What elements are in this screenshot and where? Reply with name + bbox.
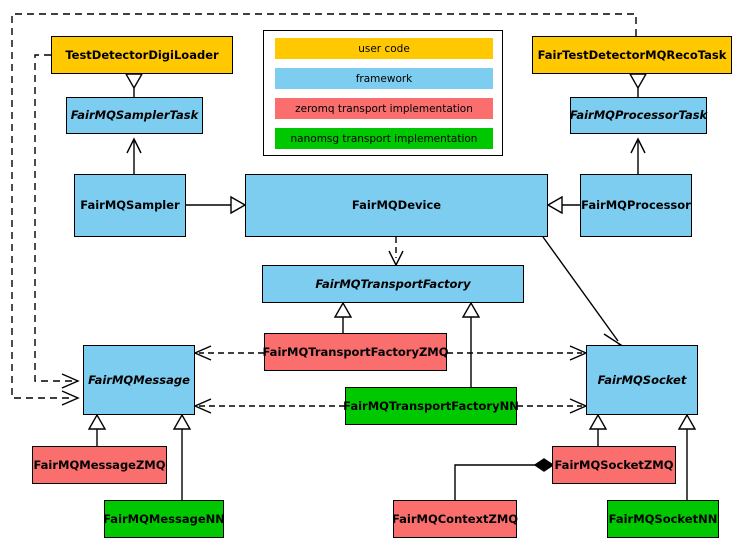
- edge-factorynn-to-message: [193, 398, 345, 414]
- edge-sampler-to-device: [186, 195, 247, 215]
- class-label: FairMQSocket: [597, 372, 687, 387]
- legend-label-framework: framework: [355, 72, 413, 85]
- legend-label-user-code: user code: [358, 42, 410, 55]
- legend-label-nanomsg: nanomsg transport implementation: [290, 132, 478, 145]
- legend-label-zeromq: zeromq transport implementation: [295, 102, 473, 115]
- class-label: FairTestDetectorMQRecoTask: [537, 47, 727, 62]
- class-box-fairmqsamplertask[interactable]: FairMQSamplerTask: [66, 97, 203, 134]
- class-label: FairMQContextZMQ: [391, 511, 519, 526]
- edge-socketzmq-to-socket: [588, 413, 608, 446]
- class-box-fairmqsocketnn[interactable]: FairMQSocketNN: [607, 500, 719, 538]
- class-label: FairMQSocketZMQ: [554, 457, 674, 472]
- edge-processor-to-processortask: [630, 137, 646, 174]
- class-box-fairmqtransportfactorynn[interactable]: FairMQTransportFactoryNN: [343, 387, 519, 425]
- class-label: FairMQDevice: [351, 198, 442, 213]
- edge-processor-to-device: [546, 195, 580, 215]
- class-label: FairMQProcessorTask: [569, 108, 708, 123]
- class-label: TestDetectorDigiLoader: [65, 47, 219, 62]
- class-box-fairmqsampler[interactable]: FairMQSampler: [74, 174, 186, 237]
- class-label: FairMQSocketNN: [608, 511, 718, 526]
- legend-panel: user code framework zeromq transport imp…: [263, 30, 503, 156]
- class-box-testdetectordigiloader[interactable]: TestDetectorDigiLoader: [51, 36, 233, 74]
- edge-factoryzmq-to-socket: [447, 345, 588, 361]
- class-box-fairmqcontextzmq[interactable]: FairMQContextZMQ: [391, 500, 519, 538]
- class-label: FairMQMessageNN: [103, 511, 225, 526]
- class-box-fairtestdetectormqrecotask[interactable]: FairTestDetectorMQRecoTask: [532, 36, 732, 74]
- class-box-fairmqsocket[interactable]: FairMQSocket: [586, 345, 698, 415]
- class-box-fairmqtransportfactoryzmq[interactable]: FairMQTransportFactoryZMQ: [262, 333, 449, 371]
- legend-item-zeromq: zeromq transport implementation: [275, 98, 493, 119]
- class-box-fairmqmessagenn[interactable]: FairMQMessageNN: [103, 500, 225, 538]
- edge-messagenn-to-message: [172, 413, 192, 500]
- class-label: FairMQSampler: [80, 198, 180, 213]
- class-label: FairMQProcessor: [581, 198, 691, 213]
- class-box-fairmqdevice[interactable]: FairMQDevice: [245, 174, 548, 237]
- edge-samplertask-to-digiloader: [124, 73, 144, 97]
- edge-processortask-to-recotask: [628, 73, 648, 97]
- class-label: FairMQSamplerTask: [70, 108, 199, 123]
- edge-sampler-to-samplertask: [126, 137, 142, 174]
- class-box-fairmqtransportfactory[interactable]: FairMQTransportFactory: [262, 265, 524, 303]
- class-label: FairMQTransportFactory: [315, 276, 471, 291]
- edge-messagezmq-to-message: [87, 413, 107, 446]
- class-label: FairMQMessageZMQ: [33, 457, 166, 472]
- edge-factoryzmq-to-factory: [333, 301, 353, 333]
- edge-factorynn-to-factory: [461, 301, 481, 387]
- class-box-fairmqmessagezmq[interactable]: FairMQMessageZMQ: [32, 446, 167, 484]
- class-box-fairmqsocketzmq[interactable]: FairMQSocketZMQ: [552, 446, 676, 484]
- class-label: FairMQMessage: [88, 372, 190, 387]
- class-box-fairmqprocessor[interactable]: FairMQProcessor: [580, 174, 692, 237]
- edge-contextzmq-to-socketzmq: [454, 458, 555, 500]
- edge-device-to-transportfactory: [388, 237, 404, 267]
- edge-factorynn-to-socket: [517, 398, 588, 414]
- class-label: FairMQTransportFactoryZMQ: [262, 344, 449, 359]
- edge-factoryzmq-to-message: [193, 345, 264, 361]
- class-label: FairMQTransportFactoryNN: [343, 398, 519, 413]
- class-box-fairmqprocessortask[interactable]: FairMQProcessorTask: [570, 97, 707, 134]
- edge-socketnn-to-socket: [677, 413, 697, 500]
- legend-item-user-code: user code: [275, 38, 493, 59]
- class-box-fairmqmessage[interactable]: FairMQMessage: [83, 345, 195, 415]
- legend-item-framework: framework: [275, 68, 493, 89]
- edge-device-to-socket: [542, 236, 623, 349]
- legend-item-nanomsg: nanomsg transport implementation: [275, 128, 493, 149]
